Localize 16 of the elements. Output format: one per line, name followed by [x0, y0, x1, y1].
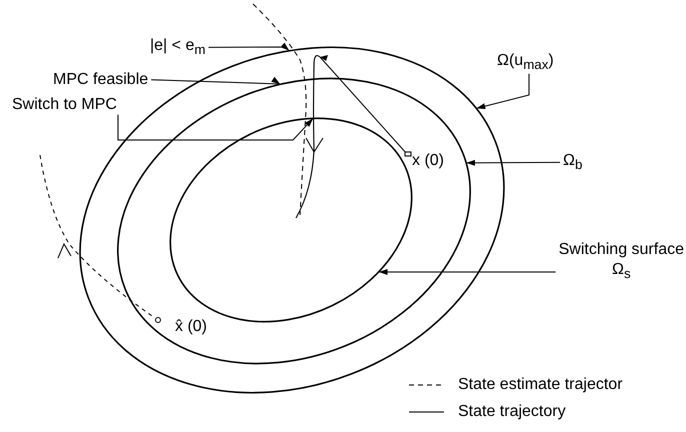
- leader-line: [466, 160, 560, 166]
- legend-label: State estimate trajector: [458, 376, 623, 394]
- leader-line: [118, 114, 314, 140]
- callout-label: MPC feasible: [53, 71, 148, 89]
- point-label: x (0): [412, 152, 444, 170]
- leader-line: [476, 73, 530, 110]
- point-label: x̂ (0): [175, 318, 207, 336]
- callout-label: |e| < e$_{m}$: [150, 37, 206, 58]
- leader-line: [150, 76, 281, 85]
- leader-line: [208, 42, 290, 52]
- callout-label: Ω$_{b}$: [563, 152, 582, 173]
- legend-label: State trajectory: [458, 403, 566, 421]
- callout-label: Switching surface Ω$_{s}$: [558, 241, 684, 282]
- leader-line: [378, 269, 556, 275]
- callout-label: Switch to MPC: [12, 96, 117, 114]
- callout-label: Ω(u$_{max}$): [497, 52, 554, 73]
